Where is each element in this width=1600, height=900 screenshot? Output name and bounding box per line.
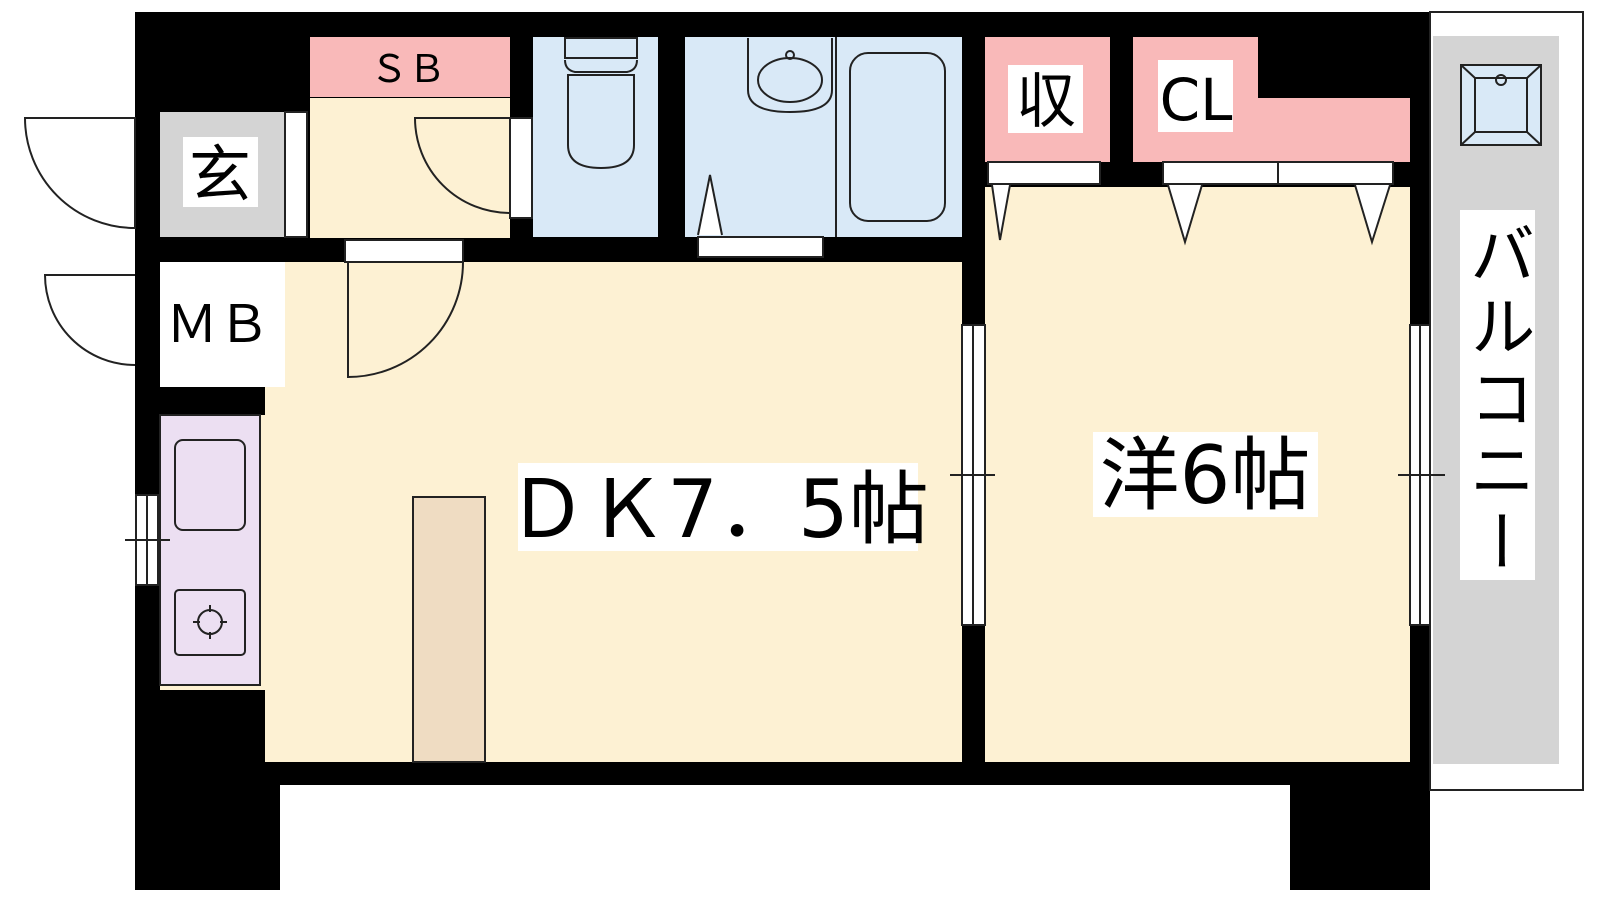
sink-icon [174,439,246,531]
toilet-room [533,37,658,237]
meter-box [160,262,285,387]
bathtub-icon [849,52,946,222]
dk-label-bg [518,463,918,551]
shoe-box [310,37,510,97]
washroom-doorway [697,236,824,258]
dk-room-label: ＤＫ7．5帖 [507,463,929,556]
toilet-door-jamb [509,117,533,219]
wash-basin-icon [747,38,833,114]
mb-door-icon [43,274,136,366]
closet-label: CL [1160,66,1233,134]
toilet-door-icon [413,117,511,214]
folding-door-marks-icon [991,184,1391,246]
dk-door-jamb [344,239,464,263]
western-label-bg [1093,432,1318,517]
folding-door-icon [697,174,723,236]
kitchen-counter [159,414,261,686]
entrance-label-bg [183,137,258,207]
bottom-notch [280,785,1290,900]
ac-outdoor-unit-icon [1460,64,1542,146]
burner-icon [193,605,227,639]
toilet-icon [564,37,638,170]
balcony-label-bg [1460,210,1535,580]
entrance-door-icon [23,111,308,238]
mb-label: ＭＢ [166,295,270,355]
closet-label-bg [1158,60,1233,132]
sb-label: ＳＢ [370,47,446,91]
western-room-label: 洋6帖 [1100,429,1311,522]
storage-label-bg [1008,65,1083,133]
storage-door [987,161,1101,185]
counter-island [412,496,486,763]
dk-door-icon [347,261,465,379]
bathroom [837,37,962,237]
balcony-label: バルコニー [1459,220,1536,580]
stove-icon [174,589,246,656]
storage-label: 収 [1016,67,1076,137]
entrance-label: 玄 [189,138,251,211]
